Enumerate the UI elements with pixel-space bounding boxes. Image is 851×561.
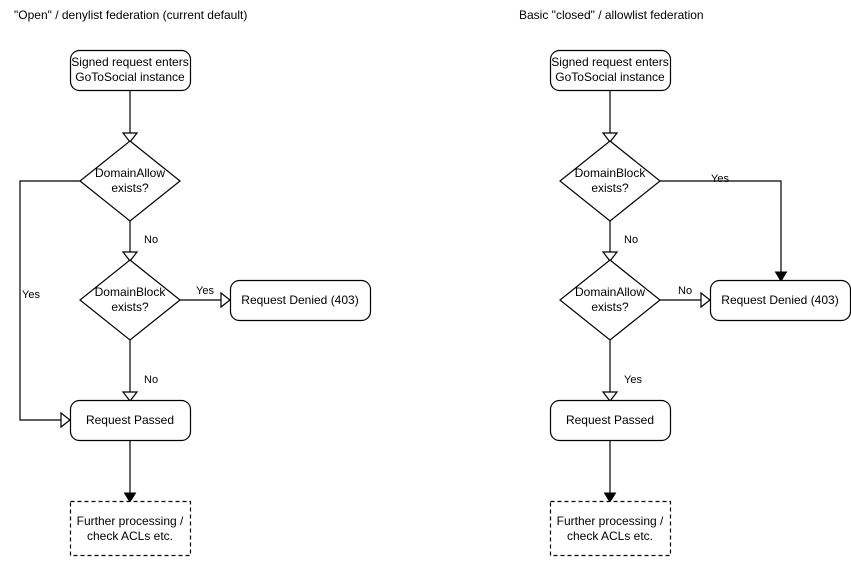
node-request-denied-left-label: Request Denied (403) — [241, 293, 358, 307]
edge-decision1-no-right: No — [601, 221, 638, 262]
edge-decision2-no-left-label: No — [144, 374, 158, 386]
edge-decision1-yes-left-arrowhead — [60, 411, 71, 429]
node-decision-domainallow-left[interactable]: DomainAllow exists? — [79, 140, 181, 222]
edge-decision1-yes-left-line — [19, 180, 80, 421]
edge-decision1-no-right-label: No — [624, 234, 638, 246]
node-request-passed-right[interactable]: Request Passed — [549, 399, 672, 442]
node-decision-domainblock-left-label-line2: exists? — [111, 300, 149, 314]
node-decision-domainblock-right-label-line2: exists? — [591, 181, 629, 195]
edge-passed-to-further-right-arrowhead — [603, 492, 617, 503]
edge-decision2-yes-left-label: Yes — [196, 285, 214, 297]
edge-start-to-decision1-left-arrowhead — [121, 132, 139, 143]
edge-decision1-yes-right-arrowhead — [774, 271, 788, 282]
node-further-processing-right[interactable]: Further processing / check ACLs etc. — [549, 500, 672, 557]
node-further-processing-right-label-line2: check ACLs etc. — [567, 529, 653, 543]
edge-passed-to-further-right — [603, 441, 617, 503]
column-open-denylist: "Open" / denylist federation (current de… — [14, 8, 372, 557]
edge-decision1-no-left-arrowhead — [121, 251, 139, 262]
node-start-left-label-line1: Signed request enters — [71, 55, 188, 69]
edge-decision1-no-left-label: No — [144, 234, 158, 246]
node-start-left-label-line2: GoToSocial instance — [75, 70, 185, 84]
edge-start-to-decision1-right — [601, 90, 619, 143]
node-decision-domainallow-right-label-line2: exists? — [591, 300, 629, 314]
node-decision-domainallow-left-label-line1: DomainAllow — [95, 166, 165, 180]
edge-decision2-yes-left: Yes — [180, 285, 231, 309]
node-further-processing-left-shape — [69, 500, 192, 557]
node-start-right-label-line1: Signed request enters — [551, 55, 668, 69]
edge-passed-to-further-left-arrowhead — [123, 492, 137, 503]
edge-decision2-yes-right: Yes — [601, 340, 642, 402]
node-request-denied-right[interactable]: Request Denied (403) — [709, 279, 851, 322]
edge-passed-to-further-left — [123, 441, 137, 503]
node-decision-domainblock-right[interactable]: DomainBlock exists? — [559, 140, 661, 222]
column-closed-allowlist: Basic "closed" / allowlist federation Si… — [519, 8, 851, 557]
edge-decision1-no-left: No — [121, 221, 158, 262]
edge-decision2-no-right-arrowhead — [700, 291, 711, 309]
edge-decision2-yes-right-arrowhead — [601, 391, 619, 402]
edge-decision2-no-right-label: No — [678, 285, 692, 297]
node-further-processing-right-label-line1: Further processing / — [557, 514, 664, 528]
node-decision-domainblock-left[interactable]: DomainBlock exists? — [79, 259, 181, 341]
edge-decision1-yes-right: Yes — [660, 173, 788, 282]
node-further-processing-left-label-line1: Further processing / — [77, 514, 184, 528]
node-start-right-label-line2: GoToSocial instance — [555, 70, 665, 84]
node-request-passed-left-label: Request Passed — [86, 413, 174, 427]
edge-decision1-no-right-arrowhead — [601, 251, 619, 262]
edge-start-to-decision1-left — [121, 90, 139, 143]
edge-decision1-yes-left: Yes — [19, 180, 80, 429]
edge-decision2-no-left: No — [121, 340, 158, 402]
node-request-passed-right-label: Request Passed — [566, 413, 654, 427]
edge-start-to-decision1-right-arrowhead — [601, 132, 619, 143]
node-further-processing-left[interactable]: Further processing / check ACLs etc. — [69, 500, 192, 557]
node-decision-domainallow-right-label-line1: DomainAllow — [575, 285, 645, 299]
node-start-right[interactable]: Signed request enters GoToSocial instanc… — [549, 49, 672, 92]
node-further-processing-right-shape — [549, 500, 672, 557]
edge-decision2-yes-left-arrowhead — [220, 291, 231, 309]
column-title-closed-allowlist: Basic "closed" / allowlist federation — [519, 8, 704, 22]
node-request-passed-left[interactable]: Request Passed — [69, 399, 192, 442]
edge-decision1-yes-left-label: Yes — [22, 289, 40, 301]
node-request-passed-right-shape — [549, 399, 672, 442]
edge-decision1-yes-right-label: Yes — [711, 173, 729, 185]
edge-decision1-yes-right-line — [660, 180, 782, 273]
node-request-passed-left-shape — [69, 399, 192, 442]
column-title-open-denylist: "Open" / denylist federation (current de… — [14, 8, 247, 22]
node-request-denied-left[interactable]: Request Denied (403) — [229, 279, 372, 322]
node-start-left[interactable]: Signed request enters GoToSocial instanc… — [69, 49, 192, 92]
node-further-processing-left-label-line2: check ACLs etc. — [87, 529, 173, 543]
edge-decision2-yes-right-label: Yes — [624, 374, 642, 386]
node-decision-domainallow-left-label-line2: exists? — [111, 181, 149, 195]
node-request-denied-right-label: Request Denied (403) — [721, 293, 838, 307]
node-request-denied-left-shape — [229, 279, 372, 322]
edge-decision2-no-left-arrowhead — [121, 391, 139, 402]
node-decision-domainallow-right[interactable]: DomainAllow exists? — [559, 259, 661, 341]
node-decision-domainblock-left-label-line1: DomainBlock — [95, 285, 167, 299]
node-decision-domainblock-right-label-line1: DomainBlock — [575, 166, 647, 180]
edge-decision2-no-right: No — [660, 285, 711, 309]
